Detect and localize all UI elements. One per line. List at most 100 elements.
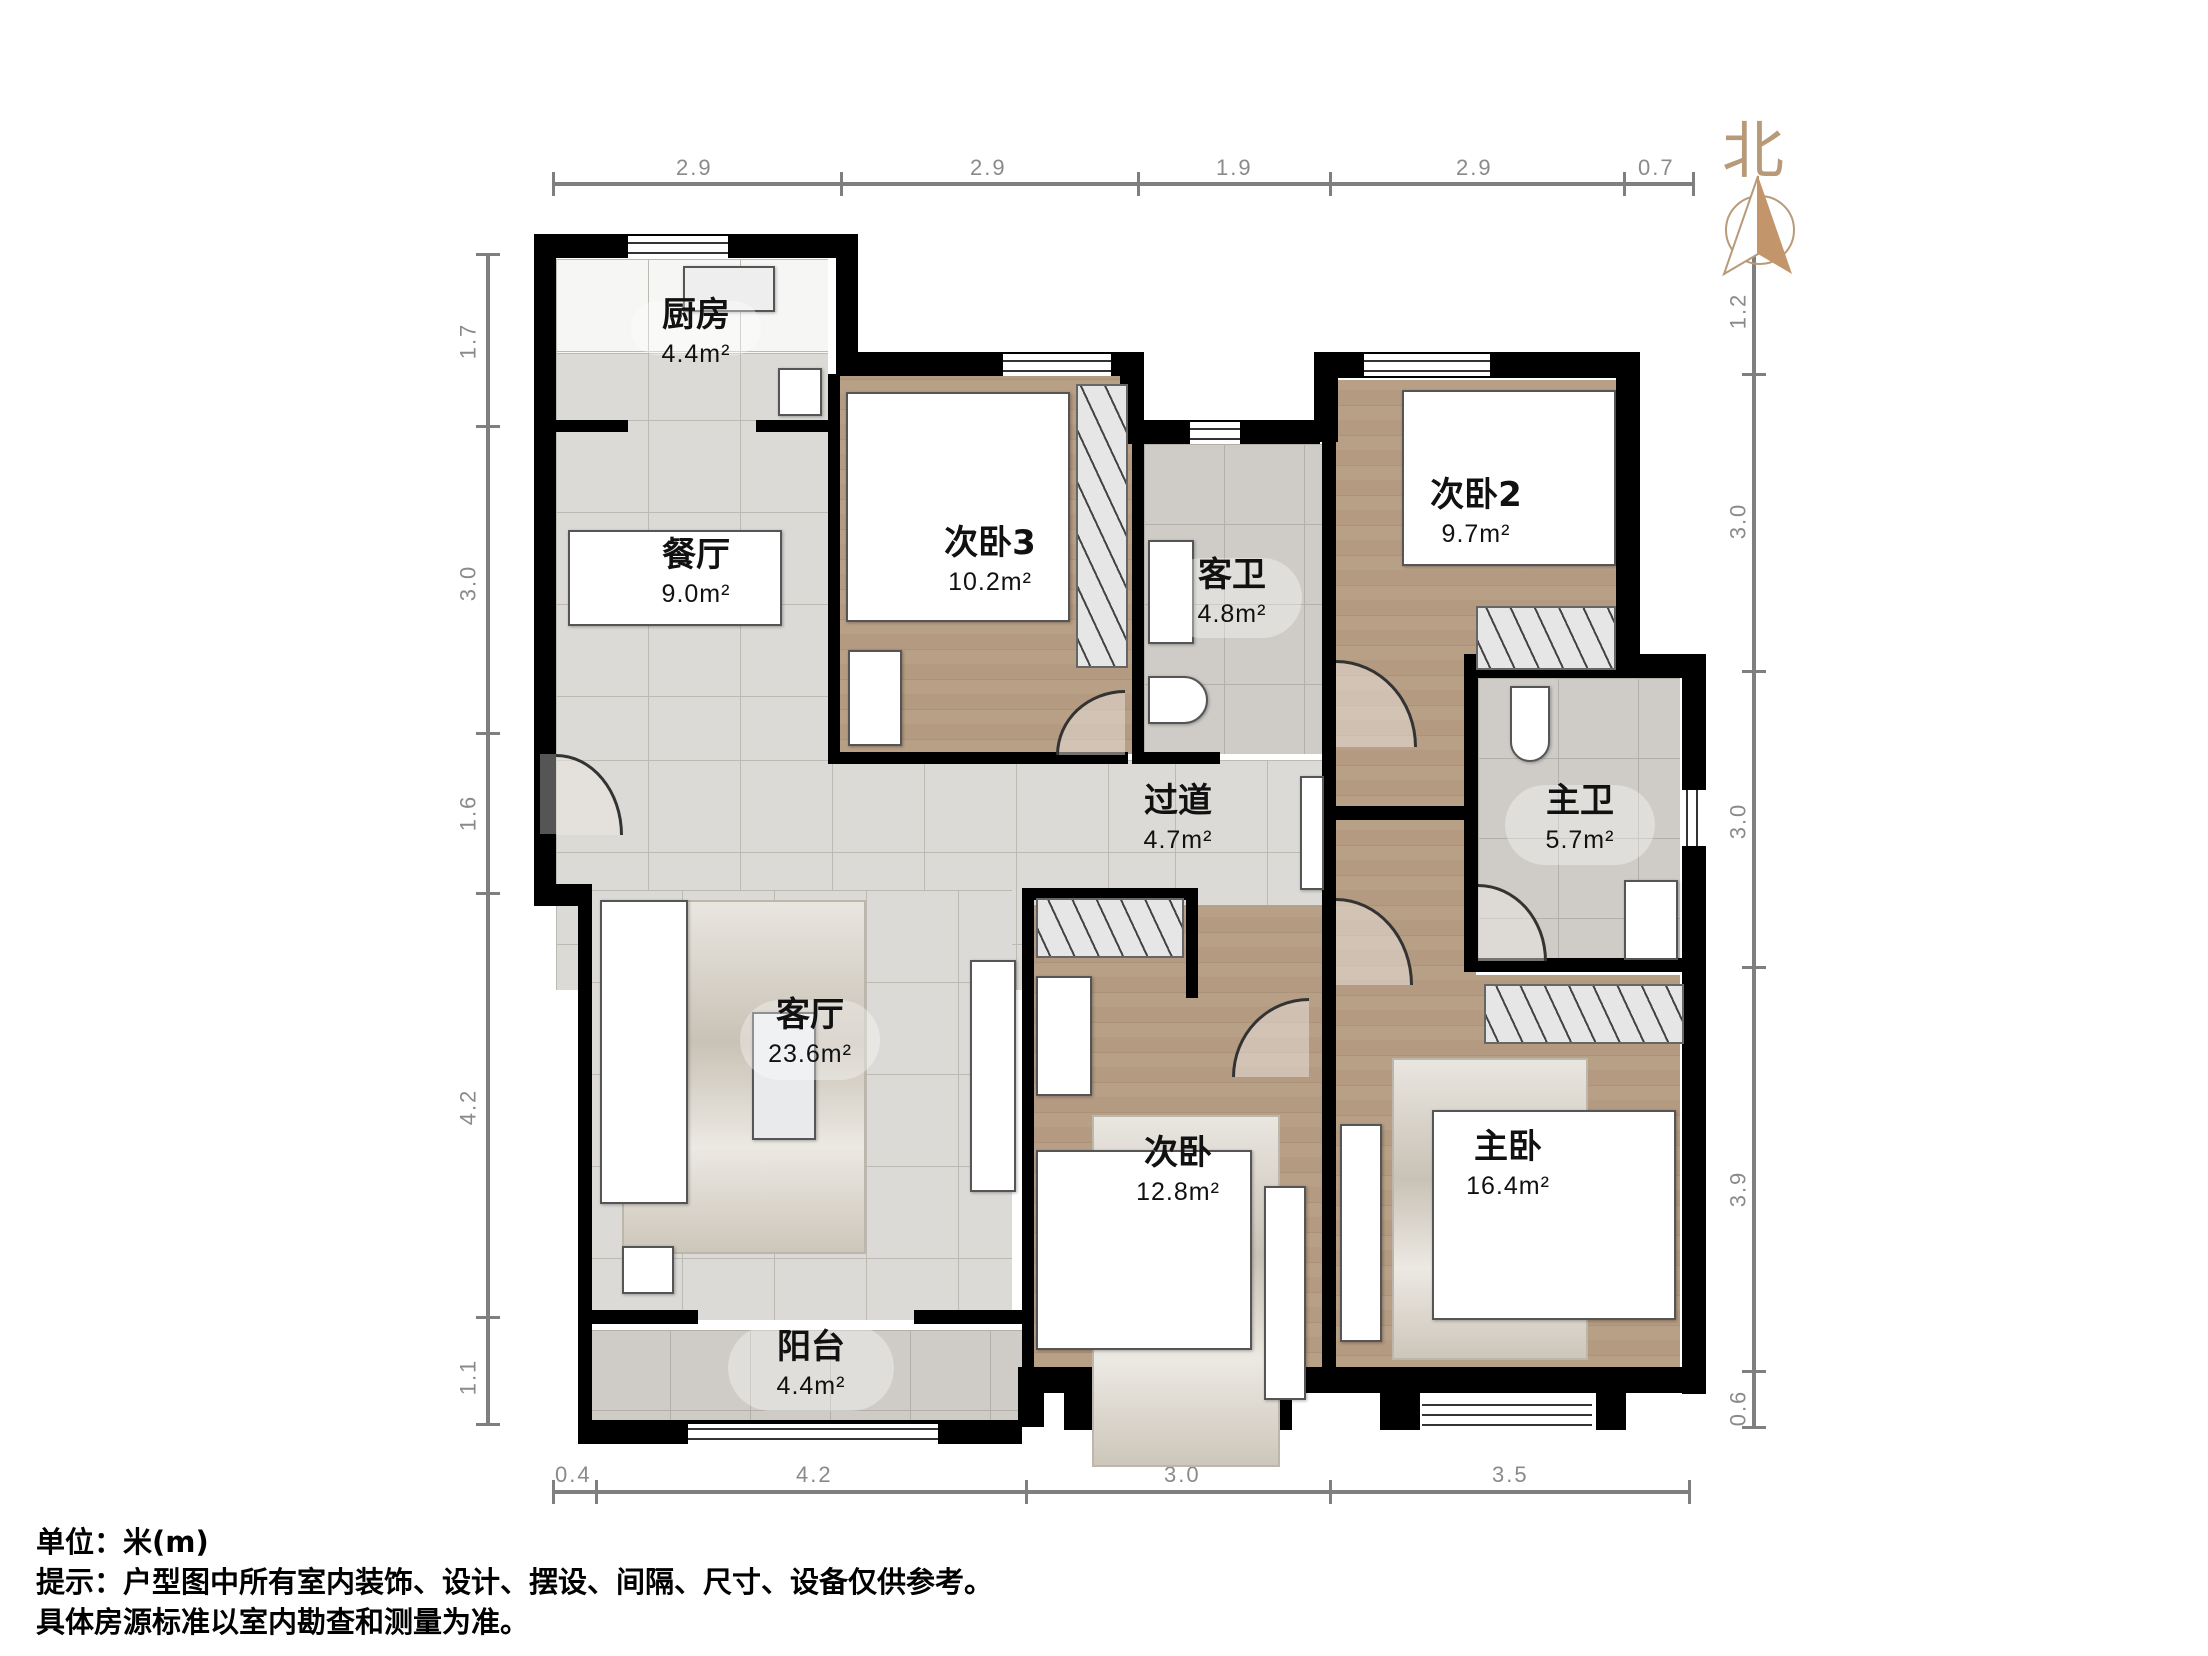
wall bbox=[578, 884, 592, 1444]
wall bbox=[828, 752, 1128, 764]
wall bbox=[1144, 752, 1220, 764]
wall bbox=[1616, 352, 1640, 670]
dim-bottom-4: 3.5 bbox=[1492, 1462, 1529, 1487]
dim-top-5: 0.7 bbox=[1638, 155, 1675, 180]
window bbox=[1682, 790, 1706, 846]
room-area: 23.6m² bbox=[768, 1040, 852, 1068]
room-corridor: 过道 4.7m² bbox=[1144, 779, 1213, 857]
window bbox=[688, 1424, 938, 1444]
desk-icon bbox=[1036, 976, 1092, 1096]
wall bbox=[1380, 1392, 1420, 1430]
room-area: 4.8m² bbox=[1197, 600, 1267, 628]
wall bbox=[534, 884, 590, 906]
window bbox=[1190, 422, 1240, 444]
room-name: 次卧2 bbox=[1430, 475, 1522, 515]
shoe-cabinet-icon bbox=[1300, 776, 1324, 890]
wall bbox=[1464, 654, 1478, 970]
dim-right-1: 1.2 bbox=[1725, 292, 1751, 330]
desk-icon bbox=[848, 650, 902, 746]
room-name: 次卧 bbox=[1144, 1133, 1212, 1173]
wardrobe-icon bbox=[1476, 606, 1616, 670]
wall bbox=[1022, 888, 1034, 1378]
dining-label-badge bbox=[631, 550, 761, 610]
room-kitchen: 厨房 4.4m² bbox=[662, 293, 731, 371]
dim-right-2: 3.0 bbox=[1725, 502, 1751, 540]
dim-left-4: 4.2 bbox=[455, 1088, 481, 1126]
dim-top-1: 2.9 bbox=[676, 155, 713, 180]
entrance-door-frame bbox=[540, 754, 556, 834]
room-master-bath: 主卫 5.7m² bbox=[1546, 779, 1615, 857]
stove-icon bbox=[778, 368, 822, 416]
room-area: 9.7m² bbox=[1441, 520, 1511, 548]
room-area: 10.2m² bbox=[948, 568, 1032, 596]
tv-cabinet-icon bbox=[1264, 1186, 1306, 1400]
dim-bottom-2: 4.2 bbox=[796, 1462, 833, 1487]
wardrobe-icon bbox=[1484, 984, 1684, 1044]
room-guest-bath: 客卫 4.8m² bbox=[1198, 553, 1267, 631]
dim-bottom-1: 0.4 bbox=[555, 1462, 592, 1487]
room-area: 4.7m² bbox=[1143, 826, 1213, 854]
room-second-bedroom: 次卧 12.8m² bbox=[1136, 1131, 1220, 1209]
room-name: 主卧 bbox=[1474, 1127, 1542, 1167]
room-dining: 餐厅 9.0m² bbox=[662, 533, 731, 611]
wall bbox=[1336, 806, 1472, 820]
wash-basin-icon bbox=[1624, 880, 1678, 960]
balcony-floor bbox=[590, 1330, 1022, 1420]
room-name: 次卧3 bbox=[944, 523, 1036, 563]
dim-left-5: 1.1 bbox=[455, 1358, 481, 1396]
wash-basin-icon bbox=[1148, 540, 1194, 644]
room-name: 阳台 bbox=[777, 1327, 845, 1367]
window bbox=[1003, 354, 1111, 376]
wall bbox=[1464, 958, 1704, 972]
room-name: 过道 bbox=[1144, 781, 1212, 821]
dining-table-icon bbox=[568, 530, 782, 626]
room-bedroom2: 次卧2 9.7m² bbox=[1430, 473, 1522, 551]
wall bbox=[534, 234, 556, 906]
dim-left-2: 3.0 bbox=[455, 564, 481, 602]
room-area: 4.4m² bbox=[661, 340, 731, 368]
kitchen-sink-icon bbox=[683, 266, 775, 312]
wall bbox=[1132, 374, 1144, 764]
room-name: 主卫 bbox=[1546, 781, 1614, 821]
window bbox=[1364, 354, 1490, 376]
wall bbox=[828, 374, 840, 764]
wall bbox=[1322, 374, 1336, 1374]
wardrobe-icon bbox=[1036, 898, 1184, 958]
compass-arrow-icon bbox=[1722, 175, 1795, 277]
dim-right-4: 3.9 bbox=[1725, 1170, 1751, 1208]
compass-north-label: 北 bbox=[1722, 114, 1785, 187]
toilet-icon bbox=[1510, 686, 1550, 762]
bed-icon bbox=[1402, 390, 1616, 566]
room-area: 12.8m² bbox=[1136, 1178, 1220, 1206]
room-area: 9.0m² bbox=[661, 580, 731, 608]
room-area: 4.4m² bbox=[776, 1372, 846, 1400]
room-area: 16.4m² bbox=[1466, 1172, 1550, 1200]
dim-top-4: 2.9 bbox=[1456, 155, 1493, 180]
dim-left-3: 1.6 bbox=[455, 794, 481, 832]
wall bbox=[1682, 654, 1706, 1394]
dim-top-2: 2.9 bbox=[970, 155, 1007, 180]
wall bbox=[1596, 1392, 1626, 1430]
wall bbox=[580, 1310, 698, 1324]
guest-bath-label-badge bbox=[1162, 558, 1302, 638]
room-bedroom3: 次卧3 10.2m² bbox=[944, 521, 1036, 599]
room-name: 客厅 bbox=[776, 995, 844, 1035]
dim-top-3: 1.9 bbox=[1216, 155, 1253, 180]
tv-cabinet-icon bbox=[970, 960, 1016, 1192]
room-name: 餐厅 bbox=[662, 535, 730, 575]
disclaimer-note: 具体房源标准以室内勘查和测量为准。 bbox=[36, 1605, 530, 1639]
balcony-label-badge bbox=[728, 1325, 894, 1411]
tv-cabinet-icon bbox=[1340, 1124, 1382, 1342]
dim-right-5: 0.6 bbox=[1725, 1389, 1751, 1427]
room-name: 厨房 bbox=[662, 295, 730, 335]
bed-icon bbox=[1036, 1150, 1252, 1350]
wall bbox=[556, 420, 628, 432]
sofa-icon bbox=[600, 900, 688, 1204]
bed-icon bbox=[1432, 1110, 1676, 1320]
hint-note: 提示：户型图中所有室内装饰、设计、摆设、间隔、尺寸、设备仅供参考。 bbox=[36, 1565, 994, 1599]
wall bbox=[756, 420, 836, 432]
wall bbox=[914, 1310, 1022, 1324]
window bbox=[1422, 1400, 1592, 1430]
wall bbox=[836, 234, 858, 374]
wall bbox=[1186, 888, 1198, 998]
